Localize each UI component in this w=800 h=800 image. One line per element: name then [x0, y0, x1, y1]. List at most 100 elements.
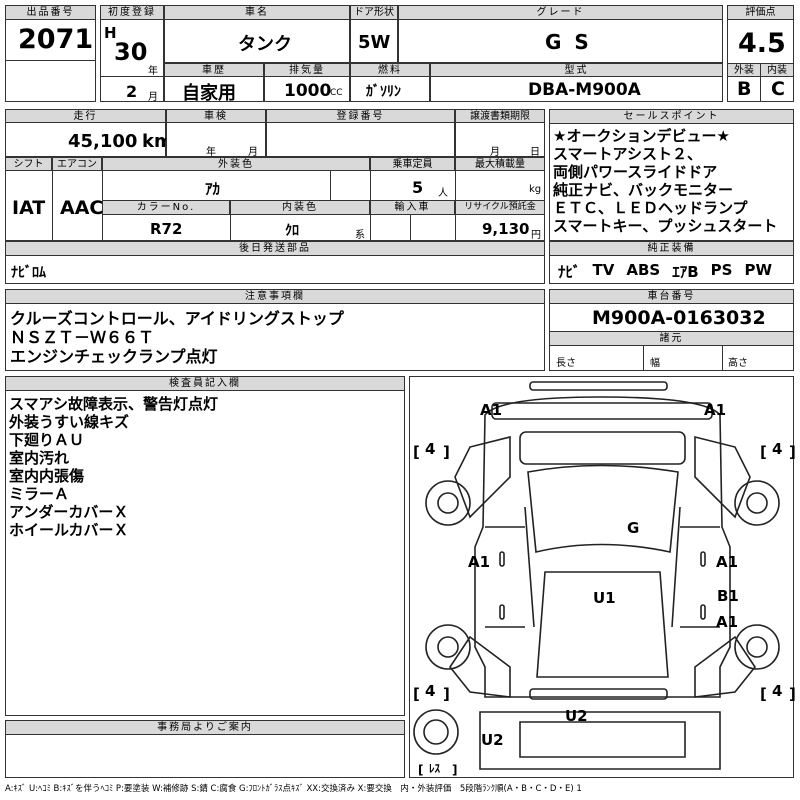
grade-label: グレード — [398, 5, 723, 20]
svg-text:[: [ — [760, 685, 767, 703]
model-label: 型式 — [430, 63, 723, 77]
tire-tread-front-right: 4 — [772, 440, 783, 458]
damage-mark-windshield: G — [627, 519, 640, 537]
first-reg-year: 30 — [114, 38, 148, 66]
svg-text:]: ] — [443, 443, 450, 461]
svg-text:[: [ — [413, 443, 420, 461]
inspector-line: スマアシ故障表示、警告灯点灯 — [9, 395, 218, 413]
lot-box — [5, 5, 96, 102]
fuel-label: 燃料 — [350, 63, 430, 77]
office-label: 事務局よりご案内 — [5, 720, 405, 735]
int-color: ｸﾛ — [285, 223, 299, 239]
color-no: R72 — [150, 220, 183, 238]
month-unit: 月 — [148, 92, 158, 103]
sales-point: 両側パワースライドドア — [553, 163, 718, 181]
sales-points-label: セールスポイント — [549, 109, 794, 124]
damage-mark-front-left: A1 — [480, 401, 503, 419]
reg-no-label: 登録番号 — [266, 109, 455, 123]
model: DBA-M900A — [528, 80, 641, 100]
legend: A:ｷｽﾞ U:ﾍｺﾐ B:ｷｽﾞを伴うﾍｺﾐ P:要塗装 W:補修跡 S:錆 … — [5, 784, 582, 794]
note-line: エンジンチェックランプ点灯 — [10, 347, 218, 366]
int-label: 内装 — [760, 63, 794, 77]
equipment-item: PW — [744, 261, 772, 279]
damage-mark-right-door: A1 — [716, 553, 739, 571]
damage-mark-right-rear-door: B1 — [717, 587, 739, 605]
mileage: 45,100 — [68, 131, 138, 152]
door-label: ドア形状 — [350, 5, 398, 20]
tire-tread-rear-left: 4 — [425, 682, 436, 700]
score-label: 評価点 — [727, 5, 794, 20]
load-label: 最大積載量 — [455, 157, 545, 171]
inspector-line: 室内内張傷 — [9, 467, 85, 485]
load-unit: kg — [529, 184, 542, 195]
damage-mark-front-right: A1 — [704, 401, 727, 419]
sales-point: ＥＴＣ、ＬＥＤヘッドランプ — [553, 199, 748, 217]
capacity-label: 乗車定員 — [370, 157, 455, 171]
sales-point: 純正ナビ、バックモニター — [553, 181, 734, 199]
displacement-unit: CC — [330, 88, 343, 98]
chassis-number: M900A-0163032 — [592, 307, 766, 329]
inspector-line: 下廻りＡＵ — [9, 431, 85, 449]
color: ｱｶ — [205, 180, 221, 198]
inspector-line: ホイールカバーＸ — [9, 521, 129, 539]
svg-text:[: [ — [418, 763, 423, 777]
note-line: ＮＳＺＴ－Ｗ６６Ｔ — [10, 328, 155, 347]
first-reg-month: 2 — [126, 82, 138, 101]
first-reg-label: 初度登録 — [100, 5, 164, 20]
color-label: 外装色 — [102, 157, 370, 171]
damage-mark-right-quarter: A1 — [716, 613, 739, 631]
width-label: 幅 — [650, 358, 660, 369]
equipment-item: PS — [710, 261, 733, 279]
mileage-label: 走行 — [5, 109, 166, 123]
damage-mark-rear-bumper: U2 — [565, 707, 588, 725]
recycle-unit: 円 — [531, 230, 541, 241]
equipment-label: 純正装備 — [549, 241, 794, 256]
equipment-item: ｴｱB — [672, 263, 699, 281]
note-line: クルーズコントロール、アイドリングストップ — [10, 309, 344, 328]
int-color-unit: 系 — [355, 230, 365, 241]
transfer-month-unit: 月 — [490, 147, 500, 158]
ext-grade: B — [737, 78, 752, 100]
length-label: 長さ — [556, 358, 576, 369]
chassis-label: 車台番号 — [549, 289, 794, 304]
svg-text:]: ] — [452, 763, 457, 777]
damage-mark-roof: U1 — [593, 589, 616, 607]
displacement: 1000 — [284, 81, 332, 101]
era: H — [104, 24, 117, 42]
tire-tread-rear-right: 4 — [772, 682, 783, 700]
lot-label: 出品番号 — [5, 5, 96, 20]
svg-text:]: ] — [789, 443, 795, 461]
inspector-line: アンダーカバーＸ — [9, 503, 129, 521]
sales-point: スマートアシスト２、 — [553, 145, 702, 163]
inspector-box — [5, 376, 405, 716]
score: 4.5 — [738, 28, 786, 59]
inspection-label: 車検 — [166, 109, 266, 123]
damage-mark-left-door: A1 — [468, 553, 491, 571]
import-label: 輸入車 — [370, 200, 455, 215]
equipment-item: ABS — [626, 261, 661, 279]
displacement-label: 排気量 — [264, 63, 350, 77]
svg-text:[: [ — [413, 685, 420, 703]
year-unit: 年 — [148, 66, 158, 77]
inspector-line: 室内汚れ — [9, 449, 70, 467]
sales-points-box — [549, 109, 794, 241]
car-diagram: [ ] [ ] [ ] [ ] [ ] A1 A1 G A1 A1 U1 B1 … — [409, 376, 795, 778]
int-grade: C — [771, 78, 785, 100]
height-label: 高さ — [728, 358, 748, 369]
sales-point: ★オークションデビュー★ — [553, 127, 730, 145]
svg-text:]: ] — [443, 685, 450, 703]
mileage-unit: km — [142, 131, 173, 152]
equipment-item: TV — [592, 261, 615, 279]
sales-points-list: ★オークションデビュー★ スマートアシスト２、 両側パワースライドドア 純正ナビ… — [553, 127, 777, 235]
inspector-line: ミラーＡ — [9, 485, 70, 503]
history: 自家用 — [182, 83, 236, 104]
ac: AAC — [60, 197, 104, 219]
inspection-month-unit: 月 — [248, 147, 258, 158]
equipment-list: ﾅﾋﾞ TV ABS ｴｱB PS PW — [558, 261, 772, 282]
fuel: ｶﾞｿﾘﾝ — [366, 84, 401, 100]
dims-label: 諸元 — [549, 331, 794, 346]
lot-number: 2071 — [18, 24, 94, 55]
recycle: 9,130 — [482, 220, 530, 238]
later-parts-label: 後日発送部品 — [5, 241, 545, 256]
notes-label: 注意事項欄 — [5, 289, 545, 304]
